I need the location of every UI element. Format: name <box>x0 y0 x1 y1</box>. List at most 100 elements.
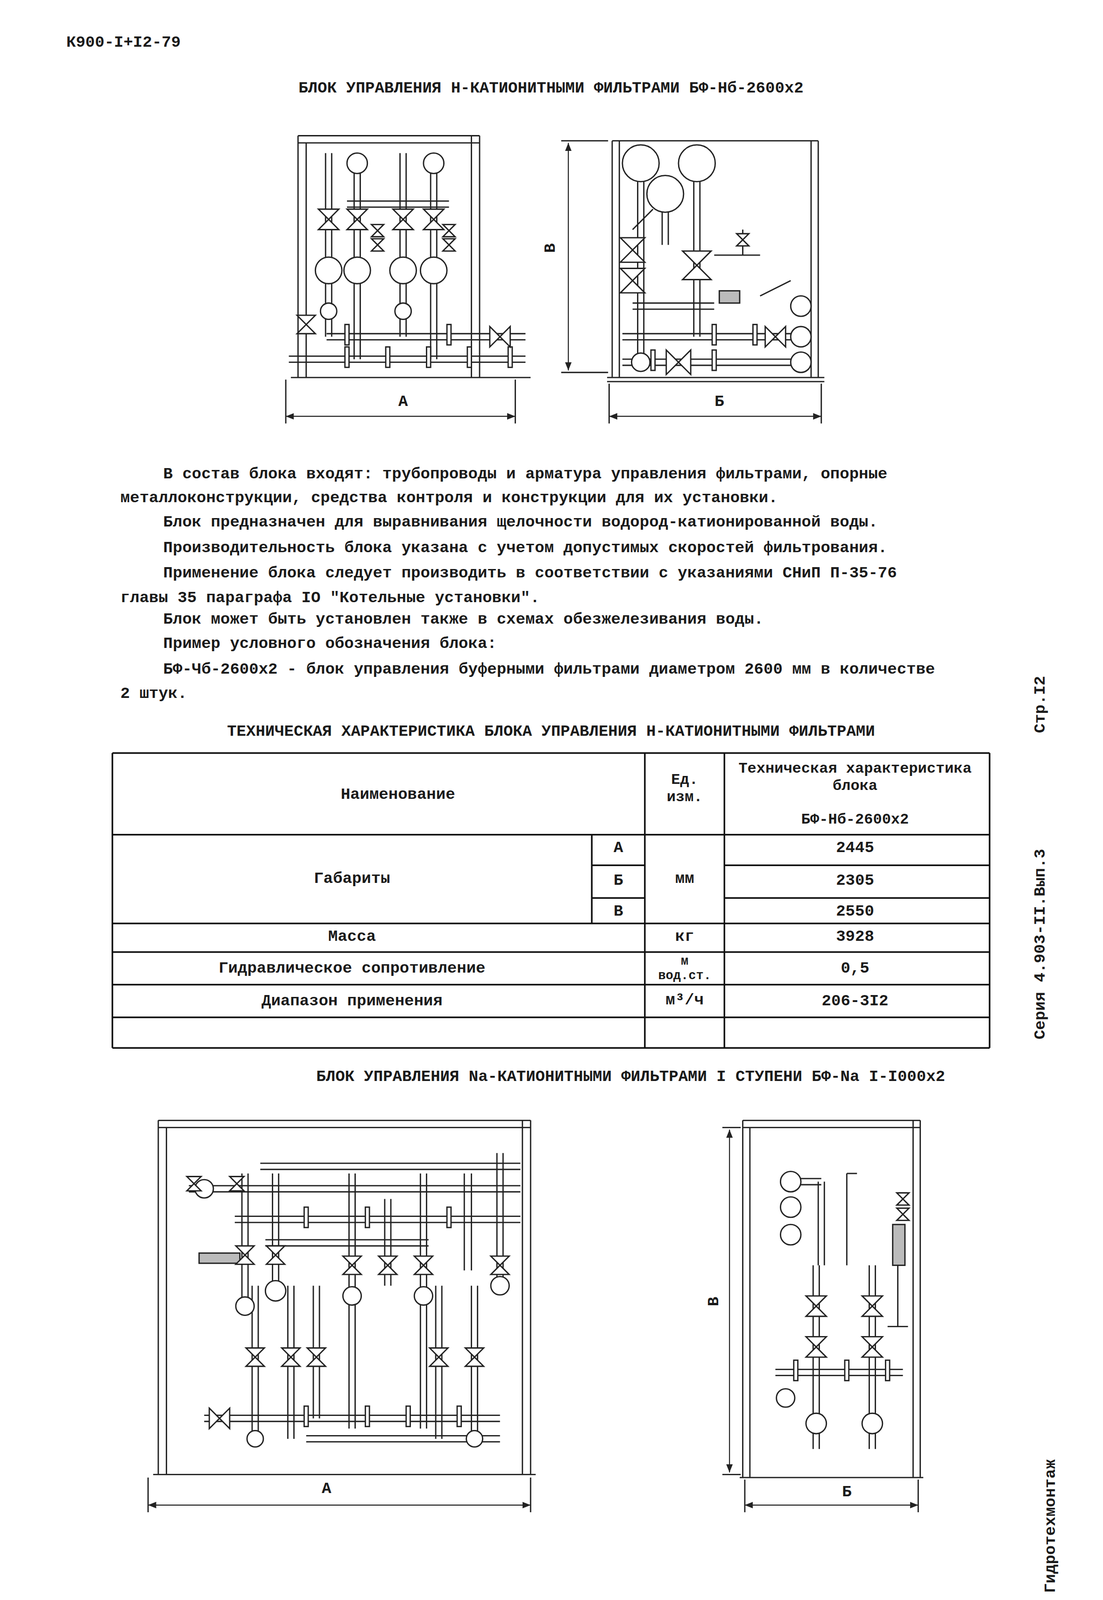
flange-symbol <box>712 324 717 346</box>
table-cell: Масса <box>328 927 376 946</box>
pipe-line <box>817 1180 820 1265</box>
valve-body <box>780 1223 801 1245</box>
table-cell: 3928 <box>835 927 875 946</box>
frame-line <box>846 1172 857 1174</box>
frame-line <box>912 1119 914 1478</box>
table-cell: Гидравлическое сопротивление <box>218 959 486 978</box>
valve-body <box>790 295 812 317</box>
frame-line <box>530 1477 532 1512</box>
valve-symbol <box>414 1255 433 1274</box>
dimension-letter: В <box>705 1296 724 1306</box>
table-cell: 2305 <box>835 871 875 890</box>
valve-symbol <box>429 1347 448 1366</box>
frame-line <box>739 1476 924 1478</box>
table-cell: кг <box>675 927 695 946</box>
table-rule <box>591 896 645 898</box>
dimension-letter: В <box>541 243 560 253</box>
flange-symbol <box>365 1206 370 1228</box>
flange-symbol <box>304 1405 309 1427</box>
valve-body <box>631 353 650 372</box>
company-mark: Гидротехмонтаж <box>1041 1458 1061 1593</box>
dimension-letter: Б <box>841 1482 852 1501</box>
valve-symbol <box>235 1245 255 1264</box>
table-rule <box>112 1016 990 1018</box>
frame-line <box>744 1478 746 1512</box>
pipe-line <box>277 1173 280 1286</box>
valve-symbol <box>620 237 645 262</box>
valve-body <box>790 352 812 373</box>
body-text: Применение блока следует производить в с… <box>163 564 898 583</box>
flange-symbol <box>508 346 513 368</box>
flange-symbol <box>712 349 717 371</box>
valve-body <box>806 1412 827 1434</box>
valve-symbol <box>682 250 712 280</box>
pipe-line <box>260 1168 521 1170</box>
body-text: главы 35 параграфа IO "Котельные установ… <box>120 588 540 608</box>
table-cell: А <box>613 838 623 857</box>
flange-symbol <box>446 1206 452 1228</box>
dimension-line <box>608 415 821 417</box>
frame-line <box>742 1119 921 1121</box>
body-text: Блок предназначен для выравнивания щелоч… <box>163 513 878 532</box>
pipe-line <box>346 200 449 202</box>
frame-line <box>290 376 531 379</box>
valve-symbol <box>620 268 645 293</box>
valve-body <box>343 256 371 284</box>
dimension-line <box>148 1504 531 1506</box>
flange-symbol <box>426 346 431 368</box>
table-rule <box>988 752 990 1048</box>
frame-line <box>561 371 609 374</box>
pipe-line <box>632 308 715 310</box>
pipe-line <box>265 1244 429 1247</box>
pipe-line <box>271 1173 274 1286</box>
sheet-code: К900-I+I2-79 <box>66 33 181 52</box>
section-title: БЛОК УПРАВЛЕНИЯ Nа-КАТИОНИТНЫМИ ФИЛЬТРАМ… <box>316 1067 946 1086</box>
flange-symbol <box>752 324 757 346</box>
valve-symbol <box>489 326 511 347</box>
body-text: В состав блока входят: трубопроводы и ар… <box>163 465 888 484</box>
body-text: Блок может быть установлен также в схема… <box>163 610 764 629</box>
valve-body <box>265 1279 286 1301</box>
table-cell: Диапазон применения <box>261 991 443 1011</box>
frame-line <box>742 1119 744 1478</box>
table-header: БФ-Нб-2600х2 <box>801 811 909 829</box>
pipe-line <box>346 206 449 208</box>
flange-symbol <box>345 324 350 346</box>
pipe-line <box>667 212 670 245</box>
table-cell: В <box>613 902 623 921</box>
valve-body <box>235 1296 255 1315</box>
valve-symbol <box>229 1176 245 1191</box>
valve-symbol <box>465 1347 484 1366</box>
pipe-line <box>289 361 526 363</box>
frame-line <box>521 1119 524 1474</box>
frame-line <box>760 280 792 297</box>
valve-symbol <box>806 1295 827 1316</box>
valve-body <box>490 1276 510 1295</box>
table-header: Ед. изм. <box>651 771 718 807</box>
valve-body <box>414 1286 433 1305</box>
frame-line <box>714 254 760 256</box>
frame-line <box>897 1265 899 1327</box>
pipe-line <box>496 1152 498 1286</box>
table-grid <box>112 752 990 1048</box>
flange-symbol <box>650 349 656 371</box>
frame-line <box>165 1127 168 1475</box>
table-cell: мм <box>675 869 695 888</box>
device-box <box>719 290 740 304</box>
valve-symbol <box>896 1192 909 1205</box>
flange-symbol <box>844 1359 849 1381</box>
frame-line <box>153 1473 536 1475</box>
pipe-line <box>632 302 715 304</box>
valve-symbol <box>442 224 455 237</box>
valve-body <box>622 144 660 182</box>
flange-symbol <box>345 346 350 368</box>
valve-body <box>646 175 684 213</box>
valve-symbol <box>736 233 749 246</box>
pipe-line <box>265 1238 429 1241</box>
frame-line <box>742 1126 921 1128</box>
flange-symbol <box>885 1359 890 1381</box>
frame-line <box>919 1119 921 1478</box>
frame-line <box>158 1119 531 1121</box>
valve-symbol <box>281 1347 300 1366</box>
